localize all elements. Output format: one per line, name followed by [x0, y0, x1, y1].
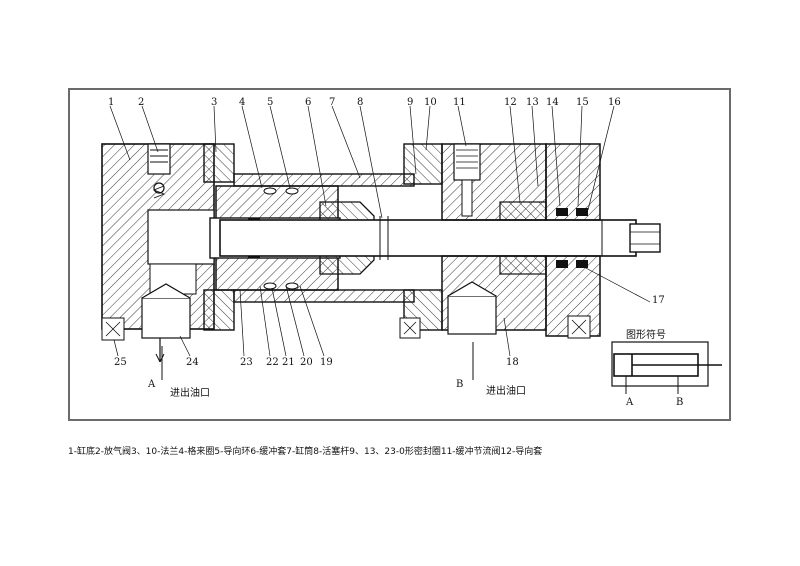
callout-10: 10 — [424, 97, 437, 108]
cylinder-diagram: 1 2 3 4 5 6 7 8 9 10 11 12 13 14 15 16 1… — [68, 88, 731, 421]
graphic-symbol — [611, 341, 722, 394]
callout-18: 18 — [506, 357, 519, 368]
callout-2: 2 — [138, 97, 145, 108]
callout-7: 7 — [329, 97, 336, 108]
cylinder-drawing — [101, 105, 722, 394]
callout-22: 22 — [266, 357, 279, 368]
callout-11: 11 — [453, 97, 466, 108]
callout-9: 9 — [407, 97, 414, 108]
symbol-letter-b: B — [676, 397, 684, 408]
callout-8: 8 — [357, 97, 364, 108]
callout-17: 17 — [652, 295, 665, 306]
callout-1: 1 — [108, 97, 115, 108]
port-label-left: 进出油口 — [170, 388, 210, 399]
bleed-valve — [147, 143, 171, 199]
throttle-valve — [453, 143, 481, 217]
check-valve-right — [447, 281, 497, 335]
callout-20: 20 — [300, 357, 313, 368]
check-valve-left — [141, 283, 191, 363]
callout-21: 21 — [282, 357, 295, 368]
figure-caption: 1-缸底2-放气阀3、10-法兰4-格来圈5-导向环6-缓冲套7-缸筒8-活塞杆… — [68, 447, 543, 457]
callout-16: 16 — [608, 97, 621, 108]
callout-24: 24 — [186, 357, 199, 368]
port-label-right: 进出油口 — [486, 386, 526, 397]
symbol-letter-a: A — [626, 397, 634, 408]
callout-13: 13 — [526, 97, 539, 108]
callout-23: 23 — [240, 357, 253, 368]
callout-3: 3 — [211, 97, 218, 108]
callout-12: 12 — [504, 97, 517, 108]
callout-25: 25 — [114, 357, 127, 368]
gland — [545, 143, 601, 337]
symbol-title: 图形符号 — [626, 330, 666, 341]
callout-19: 19 — [320, 357, 333, 368]
callout-5: 5 — [267, 97, 274, 108]
callout-15: 15 — [576, 97, 589, 108]
port-letter-a: A — [148, 379, 156, 390]
port-letter-b: B — [456, 379, 464, 390]
piston-rod — [219, 216, 661, 260]
callout-4: 4 — [239, 97, 246, 108]
callout-14: 14 — [546, 97, 559, 108]
callout-6: 6 — [305, 97, 312, 108]
